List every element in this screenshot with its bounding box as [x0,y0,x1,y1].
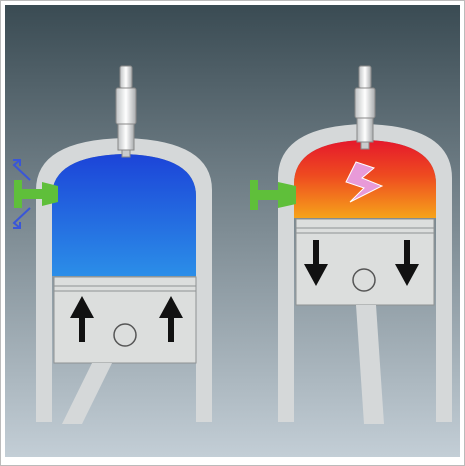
cylinder-wall [36,138,212,422]
down-arrow-icon [304,240,328,286]
connecting-rod [356,305,384,424]
down-arrow-icon [395,240,419,286]
combustion-stroke-cylinder [250,65,452,424]
up-arrow-icon [70,296,94,342]
valve-motion-indicator [12,159,31,229]
intake-valve-icon [250,180,296,210]
up-arrow-icon [159,296,183,342]
compressed-charge [52,154,196,276]
piston-pin [113,323,137,347]
spark-icon [345,161,384,203]
spark-plug-icon [354,65,376,150]
piston-pin [352,268,376,292]
cylinder-wall [278,124,452,422]
intake-valve-icon [14,180,58,208]
connecting-rod [62,363,112,424]
piston [53,276,197,364]
spark-plug-icon [115,65,137,158]
compression-stroke-cylinder [12,65,212,424]
